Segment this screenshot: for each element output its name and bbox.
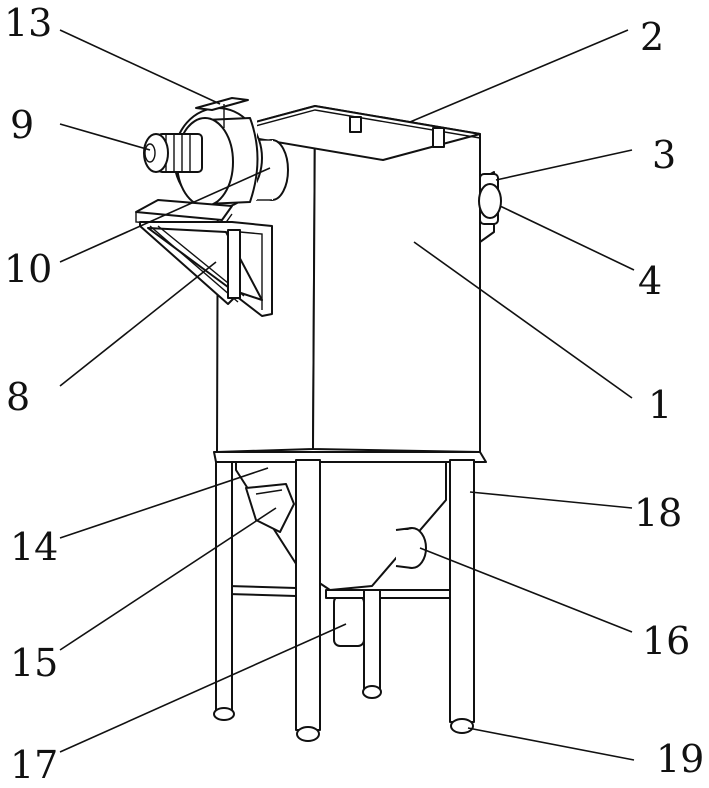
frame-rim	[213, 451, 487, 463]
leg-back-right	[363, 589, 381, 691]
leader-1	[413, 241, 633, 399]
side-valve	[478, 183, 502, 219]
discharge-valve	[333, 595, 365, 647]
cross-brace-right	[325, 589, 459, 599]
leg-front-left	[295, 459, 321, 731]
leader-13	[59, 29, 221, 105]
side-fitting	[478, 171, 502, 243]
callout-13: 13	[4, 1, 52, 45]
callout-9: 9	[10, 103, 34, 147]
leader-15	[59, 507, 277, 651]
exhaust-plate	[195, 97, 249, 111]
leader-9	[59, 123, 151, 151]
callout-1: 1	[648, 383, 672, 427]
caster-front-left	[296, 726, 320, 742]
callout-4: 4	[638, 259, 662, 303]
leader-16	[419, 547, 633, 633]
callout-17: 17	[10, 743, 58, 787]
callout-3: 3	[652, 133, 676, 177]
leader-2	[409, 29, 629, 123]
leader-17	[59, 623, 347, 753]
leader-4	[499, 205, 635, 271]
caster-back-left	[213, 707, 235, 721]
caster-back-right	[362, 685, 382, 699]
leader-19	[467, 727, 635, 761]
top-cover	[217, 105, 481, 161]
cross-brace-left	[227, 585, 297, 597]
callout-10: 10	[4, 247, 52, 291]
main-box	[216, 105, 481, 453]
lower-frame	[213, 451, 487, 742]
top-clip-right	[432, 127, 445, 148]
leg-back-left	[215, 461, 233, 713]
callout-16: 16	[642, 619, 690, 663]
leader-10	[59, 167, 271, 263]
top-clip-left	[349, 116, 362, 133]
leader-8	[59, 261, 217, 387]
callout-15: 15	[10, 641, 58, 685]
leader-18	[469, 491, 633, 509]
callout-19: 19	[656, 737, 704, 781]
callout-8: 8	[6, 375, 30, 419]
leg-front-right	[449, 459, 475, 723]
callout-18: 18	[634, 491, 682, 535]
callout-14: 14	[10, 525, 58, 569]
callout-numbers: 13 2 9 3 4 10 8 1 14 18 15 16 17 19	[4, 1, 704, 787]
caster-front-right	[450, 718, 474, 734]
callout-2: 2	[640, 15, 664, 59]
leader-3	[495, 149, 633, 181]
leader-lines	[59, 29, 635, 761]
leader-14	[59, 467, 269, 539]
bracket-platform	[135, 199, 233, 221]
fan-assembly	[143, 97, 289, 209]
